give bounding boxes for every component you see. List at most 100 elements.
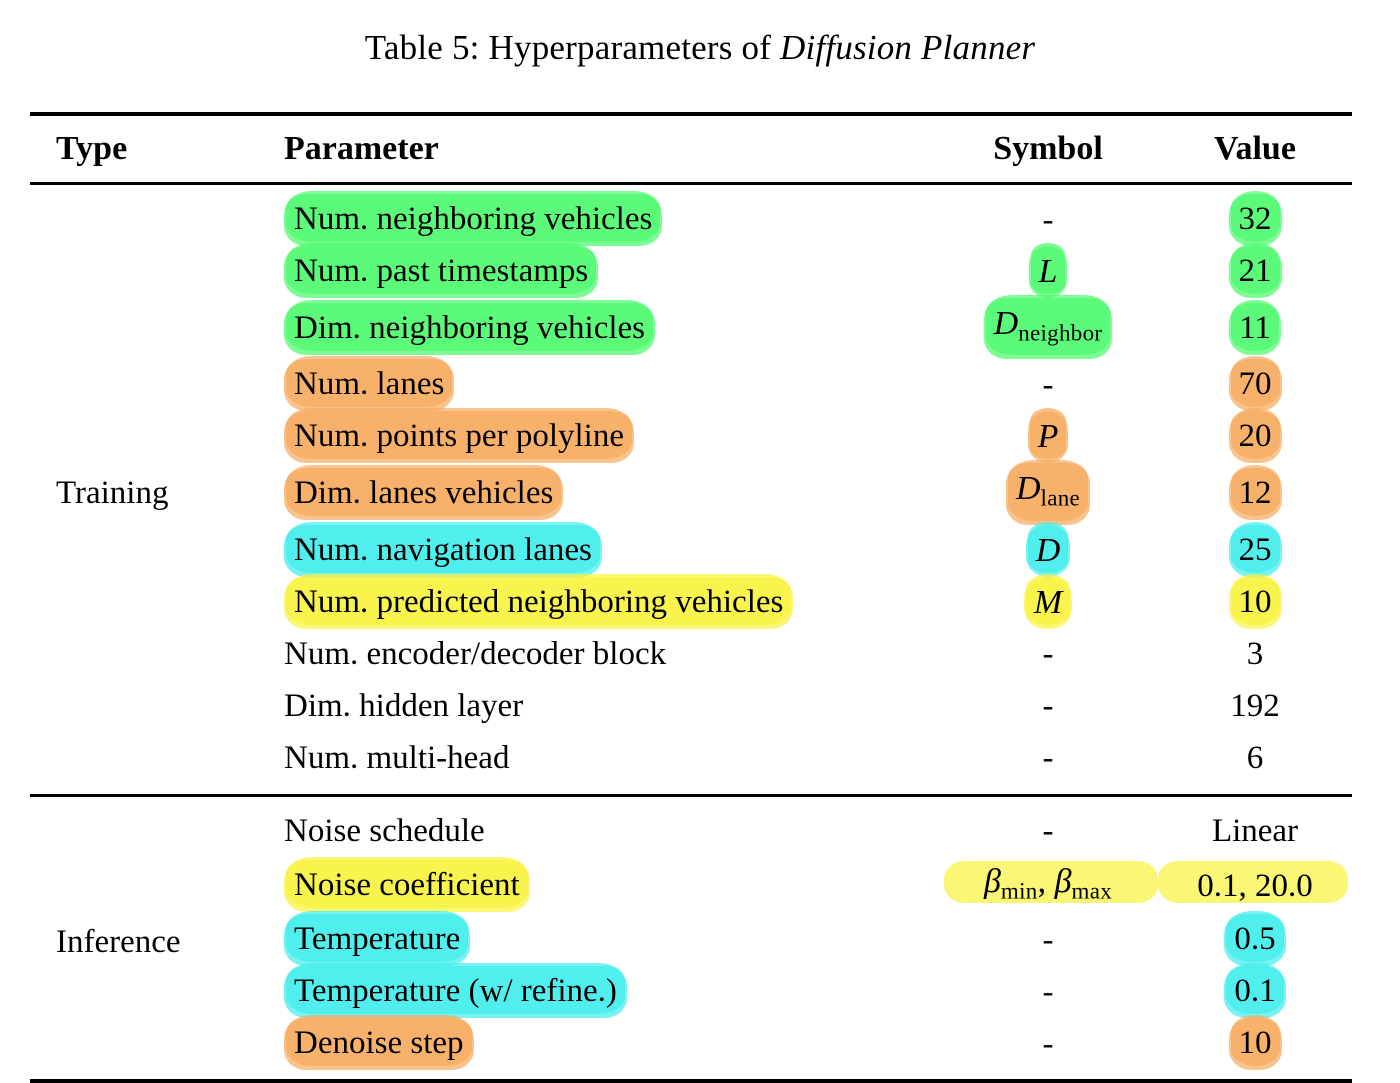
- table-section-rule: [30, 793, 1352, 797]
- caption-italic-title: Diffusion Planner: [780, 28, 1036, 67]
- table-row: Temperature-0.5: [30, 911, 1352, 967]
- parameter-label: Noise schedule: [284, 812, 485, 849]
- caption-text: Hyperparameters of: [479, 28, 780, 67]
- value-label: 0.1: [1224, 963, 1286, 1019]
- value-cell: 20: [1158, 408, 1352, 464]
- parameter-label: Num. navigation lanes: [284, 521, 602, 577]
- table-row: Num. encoder/decoder block - 3: [30, 629, 1352, 681]
- table-caption: Table 5: Hyperparameters of Diffusion Pl…: [0, 26, 1400, 70]
- parameter-label: Num. lanes: [284, 356, 455, 412]
- table-head-grid: Type Parameter Symbol Value: [30, 116, 1352, 182]
- symbol-math: Dneighbor: [983, 294, 1113, 360]
- value-label: 70: [1228, 356, 1282, 412]
- symbol-cell: D: [938, 521, 1158, 577]
- value-label: 20: [1228, 408, 1282, 464]
- column-header-parameter: Parameter: [284, 130, 439, 167]
- column-header-type: Type: [56, 130, 128, 167]
- table-bottom-rule: [30, 1079, 1352, 1083]
- table-header-rule: [30, 182, 1352, 185]
- value-label: 11: [1229, 299, 1281, 355]
- value-cell: 0.1, 20.0: [1158, 858, 1352, 914]
- value-cell: 3: [1158, 629, 1352, 681]
- symbol-math: D: [1025, 521, 1071, 577]
- value-cell: 10: [1158, 573, 1352, 629]
- value-cell: 11: [1158, 298, 1352, 359]
- parameter-cell: Num. neighboring vehicles: [258, 185, 938, 246]
- symbol-dash: -: [1042, 688, 1054, 725]
- table-row: Num. points per polyline P 20: [30, 408, 1352, 464]
- symbol-math: M: [1023, 573, 1073, 629]
- value-cell: 25: [1158, 521, 1352, 577]
- parameter-label: Num. multi-head: [284, 739, 510, 776]
- value-cell: 6: [1158, 733, 1352, 794]
- value-cell: 32: [1158, 185, 1352, 246]
- value-label: 192: [1230, 687, 1280, 724]
- parameter-label: Temperature: [284, 911, 471, 967]
- symbol-subscript: neighbor: [1018, 320, 1103, 346]
- table-row: Num. lanes-70: [30, 356, 1352, 412]
- value-cell: Linear: [1158, 797, 1352, 858]
- column-header-symbol: Symbol: [993, 130, 1103, 167]
- table-row: Dim. hidden layer - 192: [30, 681, 1352, 733]
- symbol-cell: -: [938, 914, 1158, 966]
- parameter-label: Num. neighboring vehicles: [284, 191, 663, 246]
- table-header-row: Type Parameter Symbol Value: [30, 116, 1352, 182]
- parameter-cell: Denoise step: [258, 1015, 938, 1079]
- symbol-cell: -: [938, 733, 1158, 794]
- symbol-cell: -: [938, 681, 1158, 733]
- value-cell: 70: [1158, 356, 1352, 412]
- symbol-cell: Dlane: [938, 460, 1158, 525]
- parameter-label: Noise coefficient: [284, 857, 530, 913]
- symbol-math: L: [1028, 243, 1068, 298]
- value-label: 10: [1228, 1015, 1282, 1071]
- row-type-inference: Inference: [56, 924, 181, 961]
- parameter-label: Temperature (w/ refine.): [284, 963, 627, 1019]
- value-label: 10: [1228, 573, 1282, 629]
- parameter-cell: Temperature: [258, 911, 938, 967]
- symbol-cell: L: [938, 243, 1158, 298]
- parameter-cell: Num. encoder/decoder block: [258, 629, 938, 681]
- table-top-rule: [30, 112, 1352, 116]
- parameter-cell: Num. predicted neighboring vehicles: [258, 573, 938, 629]
- value-cell: 0.1: [1158, 963, 1352, 1019]
- table-row: Num. multi-head - 6: [30, 733, 1352, 794]
- value-label: 3: [1246, 635, 1264, 672]
- parameter-label: Denoise step: [284, 1015, 474, 1071]
- symbol-dash: -: [1042, 1025, 1054, 1062]
- parameter-label: Num. encoder/decoder block: [284, 635, 667, 672]
- highlight-band: [944, 860, 1158, 903]
- symbol-subscript: lane: [1040, 485, 1081, 511]
- parameter-label: Dim. lanes vehicles: [284, 465, 564, 521]
- parameter-cell: Dim. hidden layer: [258, 681, 938, 733]
- table-row: Dim. lanes vehicles Dlane 12: [30, 460, 1352, 525]
- value-cell: 21: [1158, 243, 1352, 298]
- symbol-cell: βmin, βmax: [938, 858, 1158, 914]
- parameter-label: Num. past timestamps: [284, 243, 599, 298]
- parameter-cell: Num. points per polyline: [258, 408, 938, 464]
- symbol-dash: -: [1042, 813, 1054, 850]
- highlight-band: [1158, 860, 1348, 903]
- value-cell: 10: [1158, 1015, 1352, 1079]
- symbol-cell: -: [938, 797, 1158, 858]
- symbol-math: P: [1027, 408, 1069, 464]
- symbol-dash: -: [1042, 636, 1054, 673]
- parameter-label: Dim. hidden layer: [284, 687, 524, 724]
- value-label: 12: [1228, 465, 1282, 521]
- symbol-dash: -: [1042, 201, 1054, 238]
- symbol-cell: -: [938, 966, 1158, 1018]
- parameter-label: Num. points per polyline: [284, 408, 634, 464]
- symbol-dash: -: [1042, 921, 1054, 958]
- parameter-cell: Num. past timestamps: [258, 243, 938, 298]
- symbol-cell: -: [938, 629, 1158, 681]
- parameter-cell: Temperature (w/ refine.): [258, 963, 938, 1019]
- table-row: Num. navigation lanes D 25: [30, 521, 1352, 577]
- table-row: Num. past timestamps L 21: [30, 243, 1352, 298]
- value-label: 6: [1246, 739, 1264, 776]
- parameter-cell: Num. multi-head: [258, 733, 938, 794]
- symbol-dash: -: [1042, 973, 1054, 1010]
